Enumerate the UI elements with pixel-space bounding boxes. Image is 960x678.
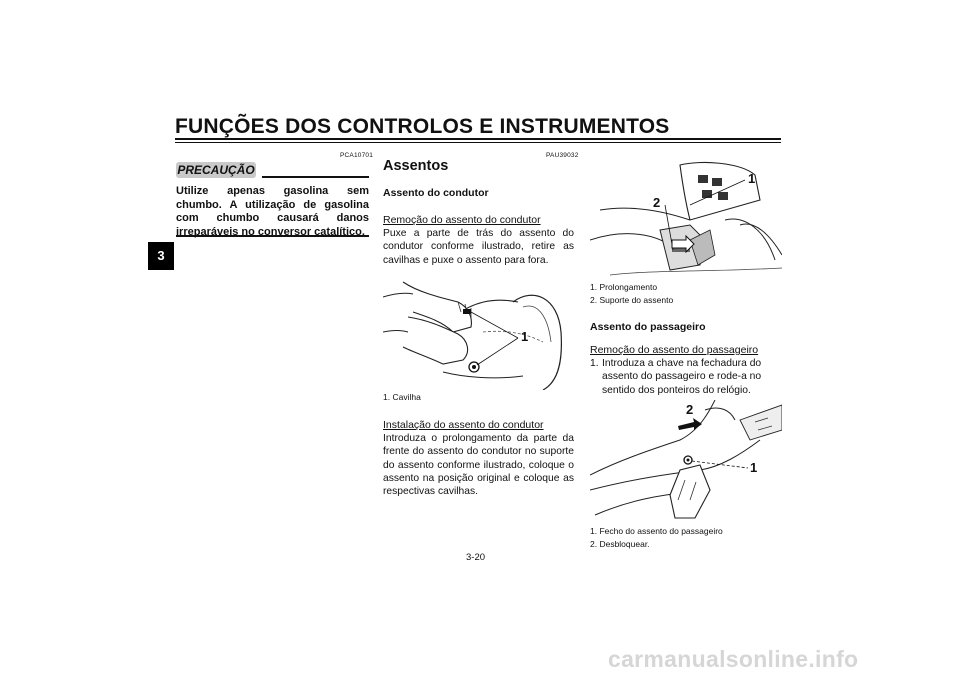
caution-text: Utilize apenas gasolina sem chumbo. A ut… (176, 185, 369, 238)
caution-badge: PRECAUÇÃO (176, 162, 256, 178)
chapter-tab: 3 (148, 242, 174, 270)
figure3-callout-1: 1 (750, 460, 758, 475)
hands-pulling-seat-illustration (383, 281, 563, 390)
page-title: FUNÇÕES DOS CONTROLOS E INSTRUMENTOS (175, 115, 670, 138)
caution-bottom-rule (176, 235, 369, 237)
figure2-caption-2: 2. Suporte do assento (590, 295, 674, 305)
page-number: 3-20 (466, 552, 486, 563)
rider-removal-title: Remoção do assento do condutor (383, 214, 541, 226)
figure3-caption-1: 1. Fecho do assento do passageiro (590, 526, 723, 536)
passenger-seat-lock-illustration (590, 400, 782, 519)
caution-top-rule (262, 176, 369, 178)
passenger-step-1: 1. Introduza a chave na fechadura do ass… (590, 357, 782, 397)
caution-code: PCA10701 (340, 152, 374, 159)
figure-seat-bracket: 1 2 (590, 160, 782, 280)
rider-seat-heading: Assento do condutor (383, 187, 489, 199)
header-rule-thin (175, 142, 781, 143)
seat-bracket-illustration (590, 161, 782, 276)
seats-heading: Assentos (383, 158, 449, 174)
rider-removal-text: Puxe a parte de trás do assento do condu… (383, 228, 574, 266)
figure1-callout: 1 (521, 329, 529, 344)
figure-passenger-lock: 1 2 (590, 400, 782, 522)
step-number: 1. (590, 358, 599, 369)
rider-install-text: Introduza o prolongamento da parte da fr… (383, 433, 574, 498)
rider-install-title: Instalação do assento do condutor (383, 419, 544, 431)
watermark: carmanualsonline.info (608, 646, 859, 672)
seats-code: PAU39032 (546, 152, 579, 159)
figure2-caption-1: 1. Prolongamento (590, 282, 658, 292)
figure-seat-removal: 1 (383, 272, 575, 390)
figure3-callout-2: 2 (686, 402, 694, 417)
passenger-seat-heading: Assento do passageiro (590, 321, 706, 333)
figure2-callout-1: 1 (748, 171, 756, 186)
figure2-callout-2: 2 (653, 195, 661, 210)
header-rule (175, 138, 781, 140)
figure3-caption-2: 2. Desbloquear. (590, 539, 650, 549)
passenger-removal-title: Remoção do assento do passageiro (590, 344, 759, 356)
step-text: Introduza a chave na fechadura do assent… (602, 358, 762, 396)
figure1-caption: 1. Cavilha (383, 392, 421, 402)
